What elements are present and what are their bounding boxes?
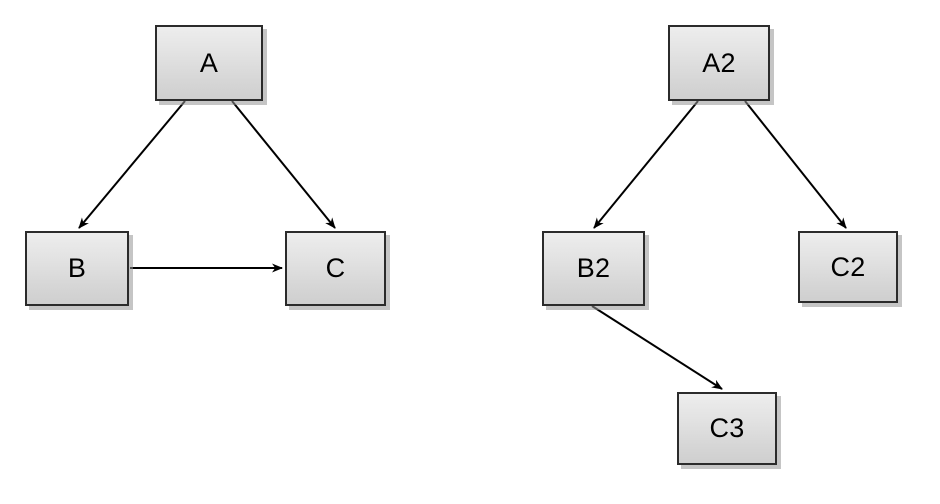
node-label: B2	[576, 253, 611, 283]
node-b2[interactable]: B2	[542, 231, 645, 306]
node-label: C	[325, 253, 346, 283]
node-label: C3	[709, 413, 745, 443]
node-label: B	[67, 253, 87, 283]
node-label: A2	[702, 47, 736, 78]
node-b[interactable]: B	[25, 231, 129, 306]
edge-a2-to-b2	[593, 100, 699, 229]
node-c2[interactable]: C2	[798, 231, 898, 303]
node-label: C2	[830, 251, 866, 282]
node-a[interactable]: A	[155, 25, 263, 101]
edge-b2-to-c3	[591, 305, 723, 390]
node-c[interactable]: C	[285, 231, 386, 306]
node-a2[interactable]: A2	[668, 25, 770, 101]
edge-a2-to-c2	[744, 100, 847, 229]
edge-a-to-c	[231, 100, 336, 229]
edges-group	[78, 100, 847, 390]
node-c3[interactable]: C3	[677, 392, 777, 465]
node-label: A	[199, 47, 219, 78]
edge-a-to-b	[78, 100, 186, 229]
